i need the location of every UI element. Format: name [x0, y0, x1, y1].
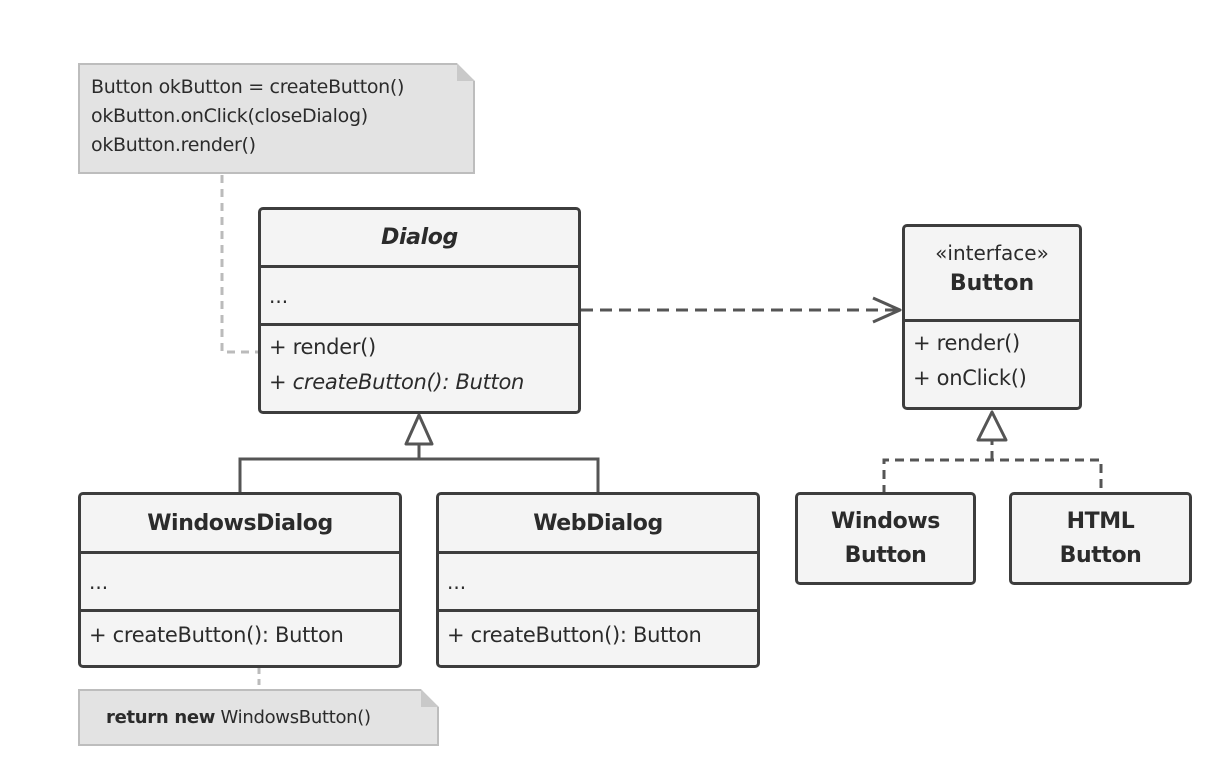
windows-dialog-note: return new WindowsButton() [78, 689, 439, 746]
class-methods: + createButton(): Button [81, 612, 399, 653]
class-fields: ... [81, 554, 399, 612]
class-methods: + render() + onClick() [905, 322, 1079, 396]
class-name-line: HTML [1066, 508, 1135, 534]
class-name: WebDialog [439, 495, 757, 554]
interface-button: «interface» Button + render() + onClick(… [902, 224, 1082, 410]
note-line: return new WindowsButton() [106, 705, 437, 731]
class-name: Dialog [261, 210, 578, 268]
dialog-inheritance-arrowhead [404, 413, 434, 446]
method: + createButton(): Button [447, 623, 702, 647]
method: + render() [913, 331, 1020, 355]
class-name-line: Button [1059, 542, 1142, 568]
class-name: WindowsDialog [81, 495, 399, 554]
method: + render() [269, 335, 376, 359]
class-windows-button: Windows Button [795, 492, 976, 585]
note-line: okButton.render() [91, 134, 256, 156]
interface-stereotype: «interface» [935, 241, 1049, 265]
class-methods: + createButton(): Button [439, 612, 757, 653]
class-web-dialog: WebDialog ... + createButton(): Button [436, 492, 760, 668]
realization-lines [882, 441, 1103, 494]
note-line: Button okButton = createButton() [91, 76, 405, 98]
dependency-arrowhead [872, 296, 902, 324]
note-text: WindowsButton() [220, 707, 371, 728]
class-dialog: Dialog ... + render() + createButton(): … [258, 207, 581, 414]
class-name: Button [949, 271, 1035, 296]
interface-header: «interface» Button [905, 227, 1079, 322]
class-name-line: Windows [831, 508, 940, 534]
dialog-note-link [220, 175, 258, 354]
method: + onClick() [913, 366, 1027, 390]
realization-arrowhead [976, 410, 1008, 442]
note-keyword: return new [106, 707, 216, 728]
method-abstract: + createButton(): Button [269, 370, 525, 394]
class-fields: ... [261, 268, 578, 326]
dialog-inheritance-lines [238, 444, 600, 494]
dialog-note: Button okButton = createButton() okButto… [78, 63, 475, 174]
note-line: okButton.onClick(closeDialog) [91, 105, 368, 127]
class-fields: ... [439, 554, 757, 612]
class-methods: + render() + createButton(): Button [261, 326, 578, 400]
class-windows-dialog: WindowsDialog ... + createButton(): Butt… [78, 492, 402, 668]
method: + createButton(): Button [89, 623, 344, 647]
class-html-button: HTML Button [1009, 492, 1192, 585]
class-name-line: Button [844, 542, 927, 568]
